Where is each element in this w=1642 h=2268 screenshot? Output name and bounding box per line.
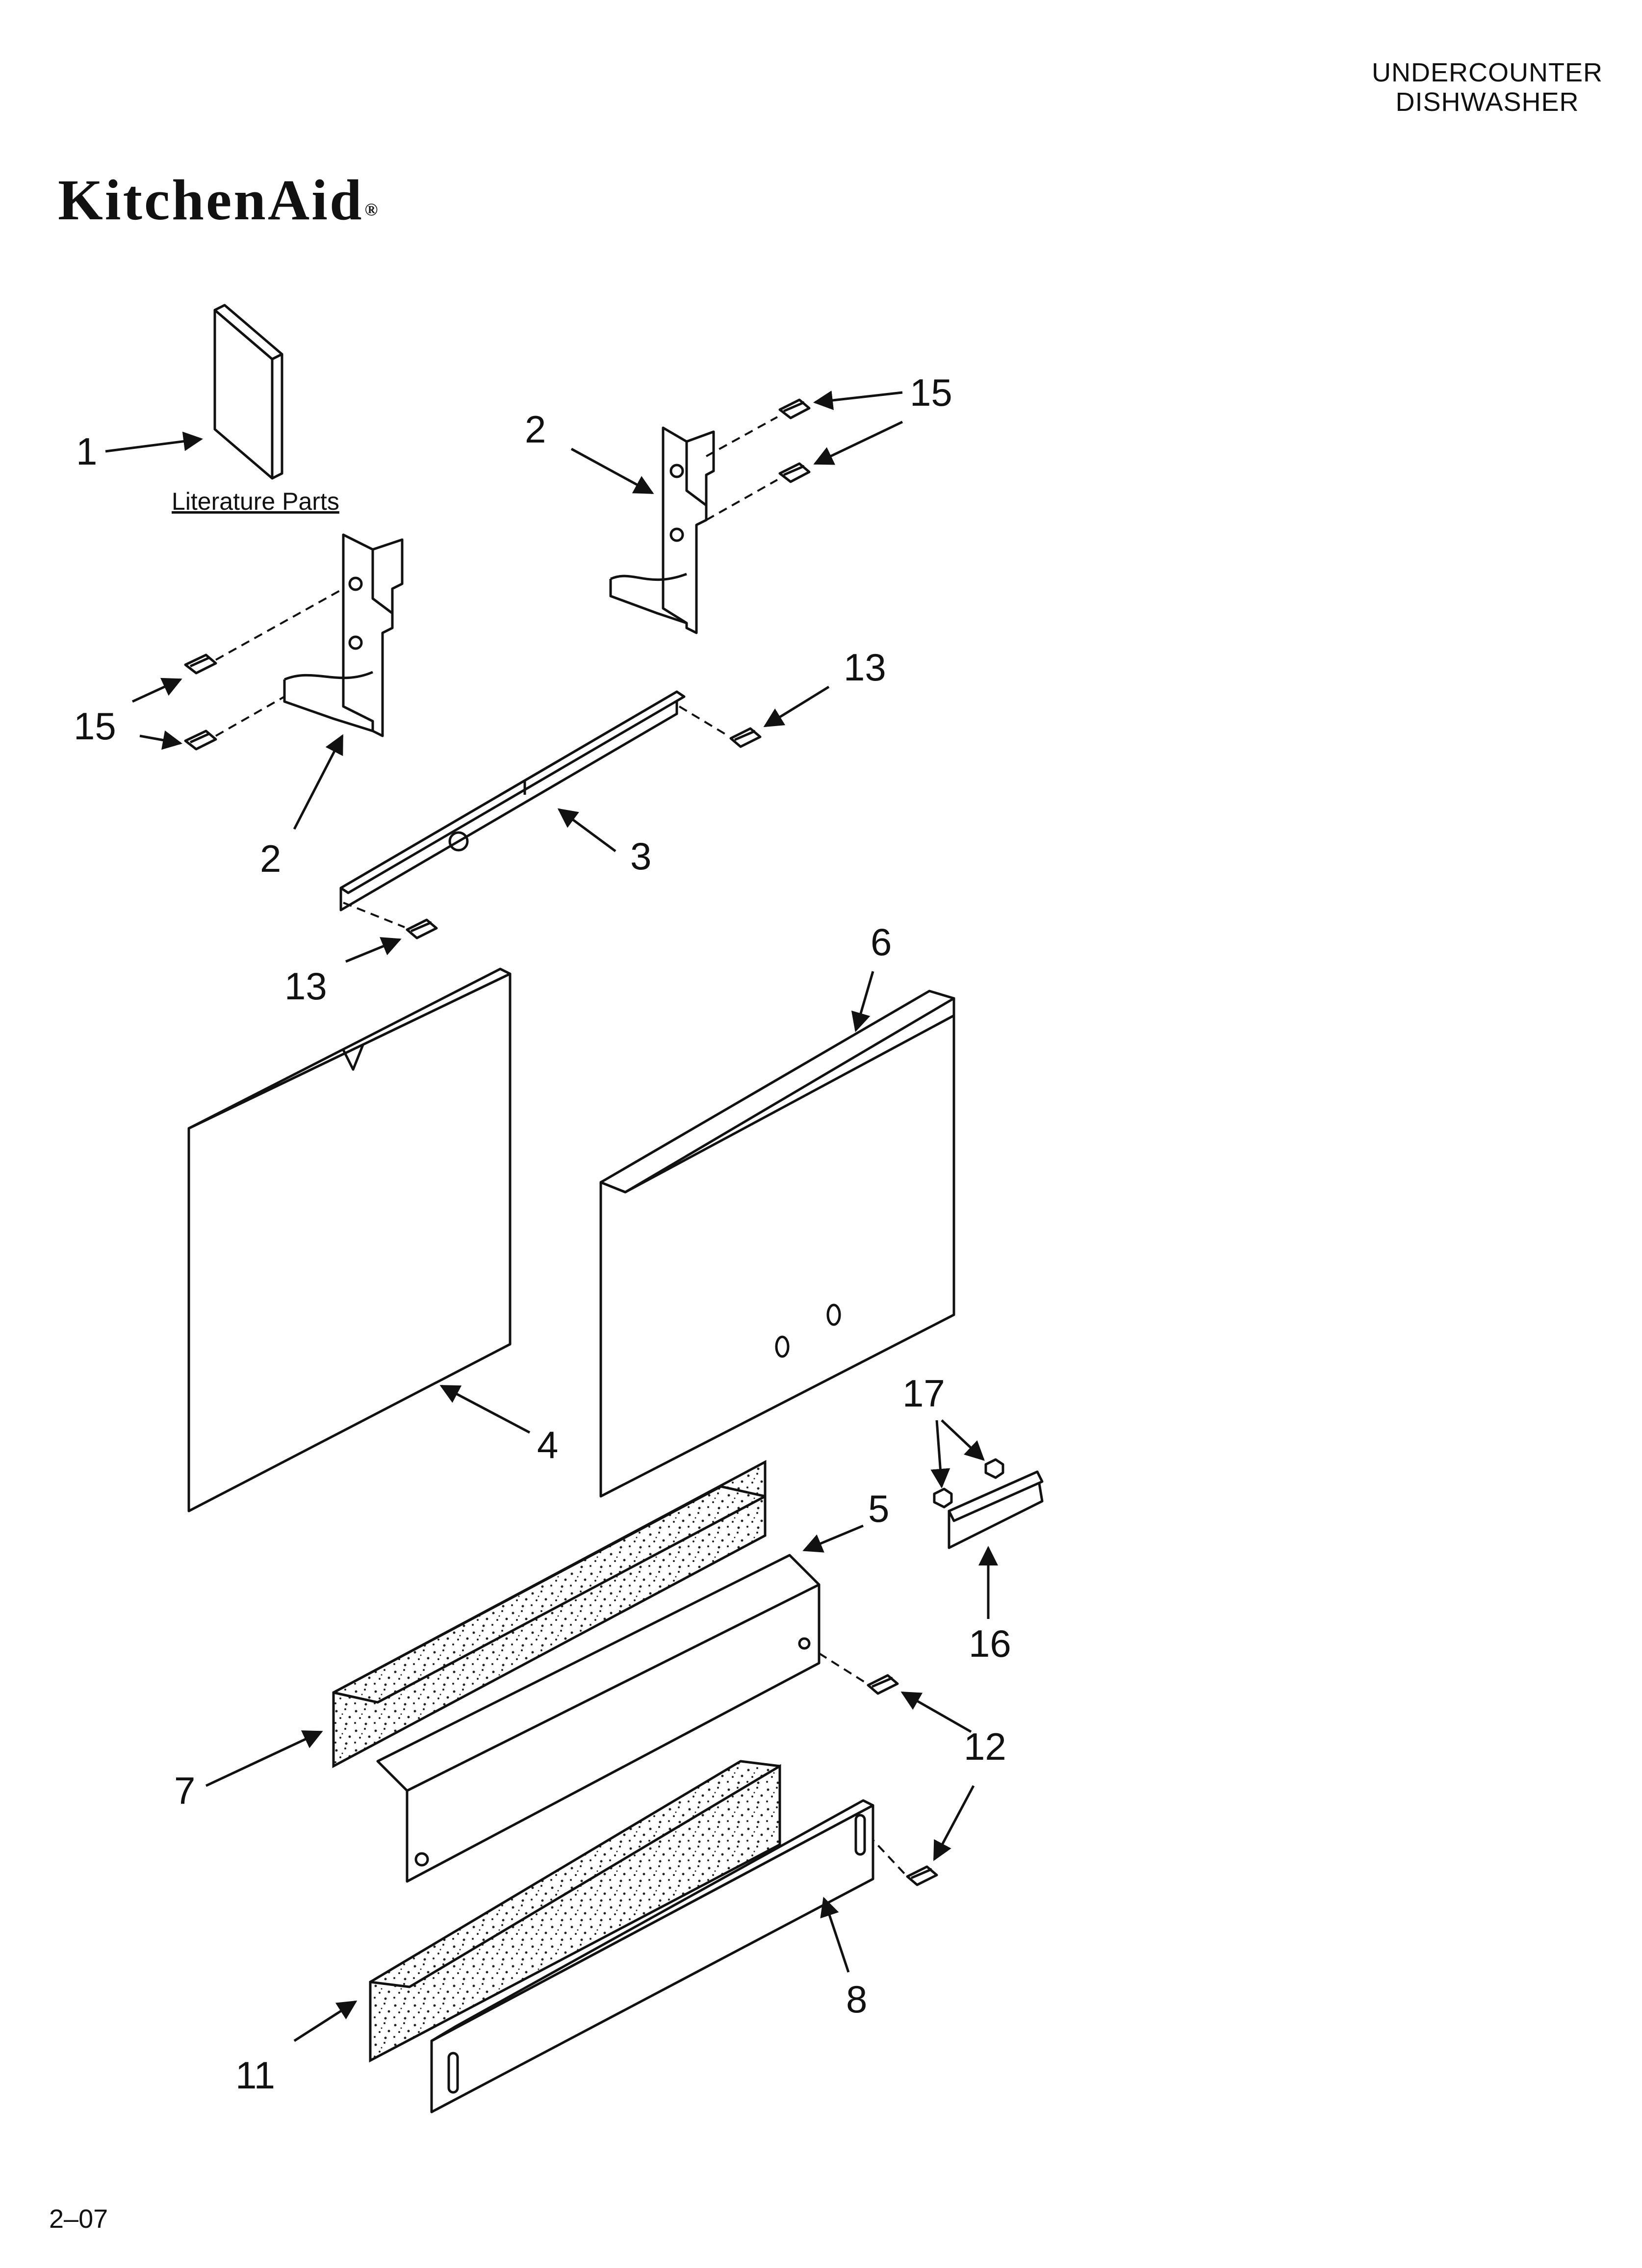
nut-17-right bbox=[984, 1458, 1004, 1479]
screw-13-left bbox=[406, 918, 438, 939]
callout-17: 17 bbox=[902, 1372, 945, 1415]
bracket-left bbox=[283, 533, 404, 737]
registered-mark: ® bbox=[364, 200, 380, 219]
dash-13-right bbox=[678, 705, 729, 737]
door-panel bbox=[599, 990, 955, 1498]
kickplate bbox=[376, 1554, 821, 1883]
dash-15-ll bbox=[215, 696, 285, 737]
screw-12-lower bbox=[906, 1865, 938, 1886]
foam-strip-lower bbox=[369, 1760, 781, 2063]
callout-13-left: 13 bbox=[284, 965, 327, 1008]
brand-logo: KitchenAid® bbox=[58, 167, 380, 234]
leader-5 bbox=[802, 1524, 864, 1553]
mounting-rail bbox=[339, 690, 686, 912]
access-panel bbox=[187, 967, 512, 1512]
leader-3 bbox=[557, 808, 616, 853]
leader-15-ur bbox=[813, 391, 903, 410]
leader-1 bbox=[105, 431, 203, 453]
product-type-header: UNDERCOUNTER DISHWASHER bbox=[1372, 58, 1603, 117]
callout-3: 3 bbox=[630, 834, 652, 878]
literature-parts-label: Literature Parts bbox=[172, 488, 339, 515]
leader-7 bbox=[205, 1730, 323, 1787]
callout-8: 8 bbox=[846, 1978, 868, 2021]
callout-7: 7 bbox=[174, 1769, 196, 1812]
nut-17-left bbox=[933, 1487, 953, 1509]
bracket-right bbox=[609, 426, 715, 634]
leader-17-right bbox=[941, 1419, 985, 1461]
screw-15-lower-left bbox=[184, 730, 217, 751]
toe-plate bbox=[430, 1799, 874, 2113]
dash-15-ur bbox=[706, 416, 778, 457]
screw-15-lower-right bbox=[778, 462, 811, 483]
callout-5: 5 bbox=[868, 1487, 890, 1530]
dash-12-lower bbox=[867, 1834, 906, 1875]
leader-13-left bbox=[345, 937, 402, 963]
dash-15-lr bbox=[706, 479, 778, 521]
header-line-1: UNDERCOUNTER bbox=[1372, 58, 1603, 87]
leader-13-right bbox=[763, 685, 830, 728]
leader-12-upper bbox=[900, 1691, 972, 1733]
callout-11: 11 bbox=[235, 2054, 275, 2097]
callout-1: 1 bbox=[76, 430, 98, 473]
dash-13-left bbox=[343, 902, 405, 928]
leader-4 bbox=[439, 1384, 531, 1434]
screw-15-upper-right bbox=[778, 398, 811, 419]
leader-15-lr bbox=[813, 420, 903, 465]
leader-6 bbox=[851, 971, 874, 1032]
screw-12-upper bbox=[867, 1674, 899, 1695]
brand-name: KitchenAid bbox=[58, 168, 364, 232]
leader-12-lower bbox=[933, 1785, 975, 1861]
callout-12: 12 bbox=[964, 1725, 1006, 1768]
leader-15-ul bbox=[131, 678, 182, 703]
callout-13-right: 13 bbox=[844, 646, 886, 689]
leader-15-ll bbox=[139, 730, 182, 750]
header-line-2: DISHWASHER bbox=[1395, 87, 1579, 117]
handle-cap bbox=[948, 1470, 1044, 1549]
callout-4: 4 bbox=[537, 1423, 559, 1466]
foam-strip-upper bbox=[332, 1460, 767, 1769]
leader-8 bbox=[820, 1897, 850, 1973]
screw-15-upper-left bbox=[184, 653, 217, 675]
leader-2-left bbox=[293, 734, 344, 830]
dash-12-upper bbox=[818, 1652, 867, 1684]
callout-6: 6 bbox=[871, 920, 892, 964]
dash-15-ul bbox=[215, 588, 344, 661]
leader-17-left bbox=[930, 1420, 950, 1488]
callout-15-left: 15 bbox=[74, 704, 116, 748]
callout-2-right: 2 bbox=[525, 408, 546, 451]
leader-2-right bbox=[570, 447, 654, 495]
literature-booklet bbox=[213, 304, 283, 480]
footer-revision-code: 2–07 bbox=[49, 2204, 108, 2234]
callout-15-right: 15 bbox=[910, 371, 952, 414]
callout-2-left: 2 bbox=[260, 837, 282, 880]
callout-16: 16 bbox=[969, 1622, 1011, 1665]
screw-13-right bbox=[729, 727, 762, 748]
leader-11 bbox=[293, 2000, 358, 2042]
